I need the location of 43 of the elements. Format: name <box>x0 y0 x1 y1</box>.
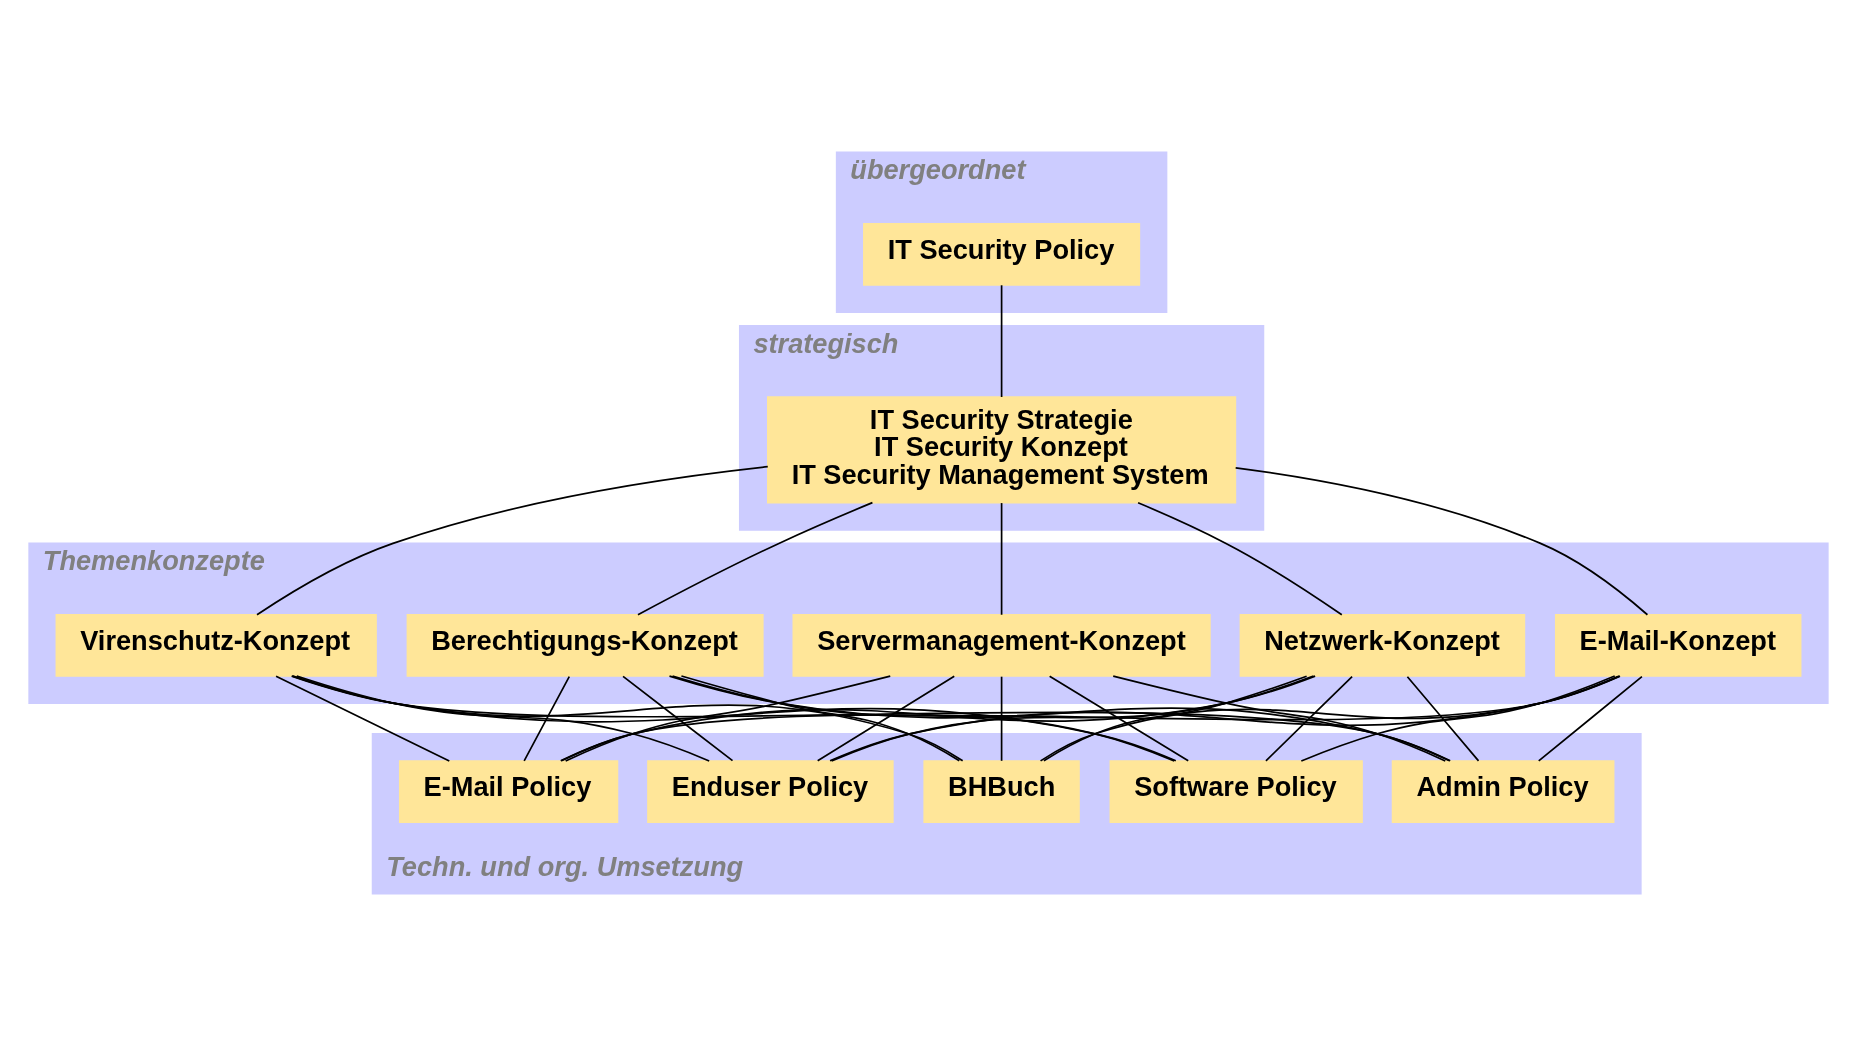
node-box: BHBuch <box>923 759 1080 823</box>
connector <box>295 674 711 762</box>
connector <box>292 674 964 762</box>
node-box: IT Security Strategie IT Security Konzept IT Security Management System <box>767 395 1237 503</box>
connector <box>564 674 892 762</box>
connector <box>1234 466 1649 616</box>
connector <box>290 674 1452 762</box>
connector <box>275 675 451 762</box>
node-box: Netzwerk-Konzept <box>1239 613 1526 677</box>
node-box: Software Policy <box>1109 759 1363 823</box>
node-box: Admin Policy <box>1391 759 1615 823</box>
connector <box>1137 501 1343 616</box>
connector <box>1000 501 1003 616</box>
connector <box>680 674 961 762</box>
connector <box>671 674 1176 762</box>
node-box: E-Mail Policy <box>398 759 619 823</box>
connector <box>622 675 734 762</box>
connector <box>1048 675 1190 762</box>
connector <box>829 674 1621 762</box>
connector <box>668 674 1451 762</box>
node-box: IT Security Policy <box>863 222 1141 286</box>
node-box: E-Mail-Konzept <box>1554 613 1802 677</box>
connector <box>637 501 874 616</box>
connector <box>830 674 1315 762</box>
node-box: Enduser Policy <box>647 759 894 823</box>
connector <box>1537 675 1643 762</box>
connector <box>816 675 956 762</box>
node-box: Servermanagement-Konzept <box>792 613 1211 677</box>
connector <box>1265 675 1353 762</box>
node-box: Virenschutz-Konzept <box>55 613 377 677</box>
connector <box>1300 674 1616 762</box>
connector <box>1000 283 1003 398</box>
connector <box>1039 674 1620 762</box>
connector <box>560 674 1316 762</box>
connector <box>1406 675 1480 762</box>
connector <box>523 675 571 762</box>
connector <box>291 674 1177 762</box>
node-box: Berechtigungs-Konzept <box>406 613 764 677</box>
connector <box>1043 674 1308 762</box>
connector <box>559 674 1621 762</box>
connector <box>1000 675 1003 762</box>
connector <box>256 465 769 616</box>
connector <box>1112 674 1447 762</box>
